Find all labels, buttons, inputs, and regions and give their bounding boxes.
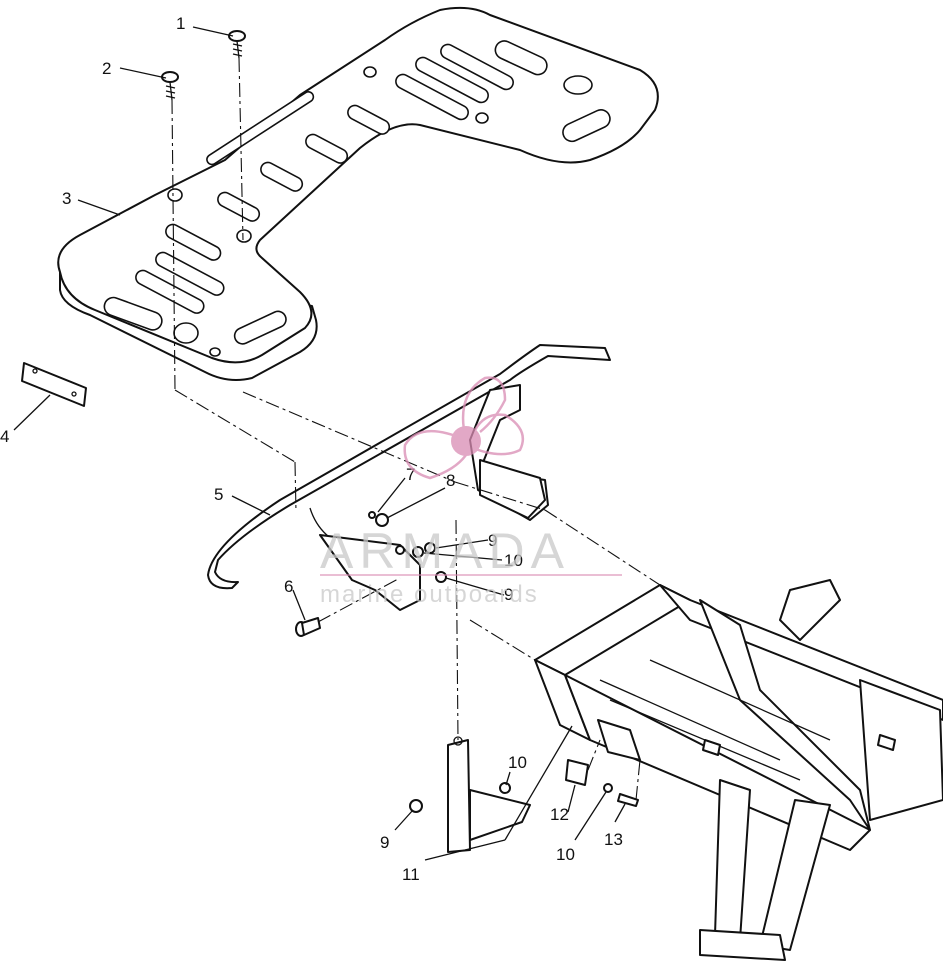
callout-5: 5 <box>214 485 223 504</box>
watermark-logo-icon <box>403 376 525 480</box>
screw-1 <box>228 30 246 59</box>
callout-11: 11 <box>402 865 420 884</box>
callout-10-lower-post: 10 <box>508 753 527 772</box>
rear-rack <box>57 6 659 381</box>
callout-9-middle: 9 <box>504 585 513 604</box>
bolt-6 <box>295 617 321 637</box>
watermark: ARMADA marine outboards <box>320 376 622 608</box>
callout-10-upper: 10 <box>504 551 523 570</box>
callout-8: 8 <box>446 471 455 490</box>
support-post <box>447 736 531 853</box>
callout-3: 3 <box>62 189 71 208</box>
screw-2 <box>161 71 179 101</box>
reflector <box>21 362 87 407</box>
callout-4: 4 <box>0 427 9 446</box>
callout-13: 13 <box>604 830 623 849</box>
hardware-stack <box>368 511 447 583</box>
assembly-lines <box>171 57 661 801</box>
callout-12: 12 <box>550 805 569 824</box>
watermark-tagline: marine outboards <box>320 581 539 608</box>
callout-9-lower: 9 <box>380 833 389 852</box>
leader-lines <box>13 26 626 861</box>
vehicle-frame <box>534 579 943 961</box>
rack-slots <box>103 40 611 357</box>
callout-10-lower-frame: 10 <box>556 845 575 864</box>
callout-9-upper: 9 <box>488 531 497 550</box>
callout-2: 2 <box>102 59 111 78</box>
callout-7: 7 <box>406 465 415 484</box>
callout-6: 6 <box>284 577 293 596</box>
callout-labels: 1 2 3 4 5 6 7 8 9 10 9 10 9 11 12 10 13 <box>0 14 623 884</box>
callout-1: 1 <box>176 14 185 33</box>
lower-hardware <box>409 759 639 813</box>
watermark-brand: ARMADA <box>320 523 570 579</box>
